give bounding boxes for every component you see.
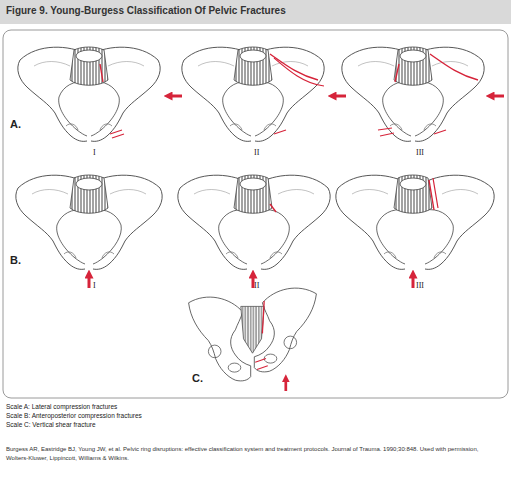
type-numeral: II	[254, 148, 259, 157]
type-numeral: III	[416, 148, 424, 157]
scale-note: Scale C: Vertical shear fracture	[6, 421, 96, 428]
row-letter: A.	[10, 118, 21, 130]
pelvis-vertical-shear	[189, 288, 317, 391]
type-numeral: II	[254, 281, 259, 290]
pelvis-lc-1	[18, 47, 182, 141]
figure-title: Figure 9. Young-Burgess Classification O…	[6, 5, 286, 16]
row-letter: B.	[10, 254, 21, 266]
type-numeral: I	[93, 281, 96, 290]
pelvis-lc-3	[342, 47, 504, 141]
scale-note: Scale B: Anteroposterior compression fra…	[6, 412, 142, 419]
citation: Burgess AR, Eastridge BJ, Young JW, et a…	[6, 445, 502, 463]
scale-note: Scale A: Lateral compression fractures	[6, 403, 117, 410]
pelvis-apc-2	[178, 175, 330, 288]
title-bar: Figure 9. Young-Burgess Classification O…	[0, 0, 511, 24]
pelvis-apc-1	[16, 175, 162, 288]
type-numeral: III	[416, 281, 424, 290]
pelvis-lc-2	[182, 47, 346, 141]
row-letter: C.	[192, 372, 203, 384]
type-numeral: I	[93, 148, 96, 157]
figure-frame	[3, 30, 508, 398]
pelvis-apc-3	[336, 175, 494, 288]
